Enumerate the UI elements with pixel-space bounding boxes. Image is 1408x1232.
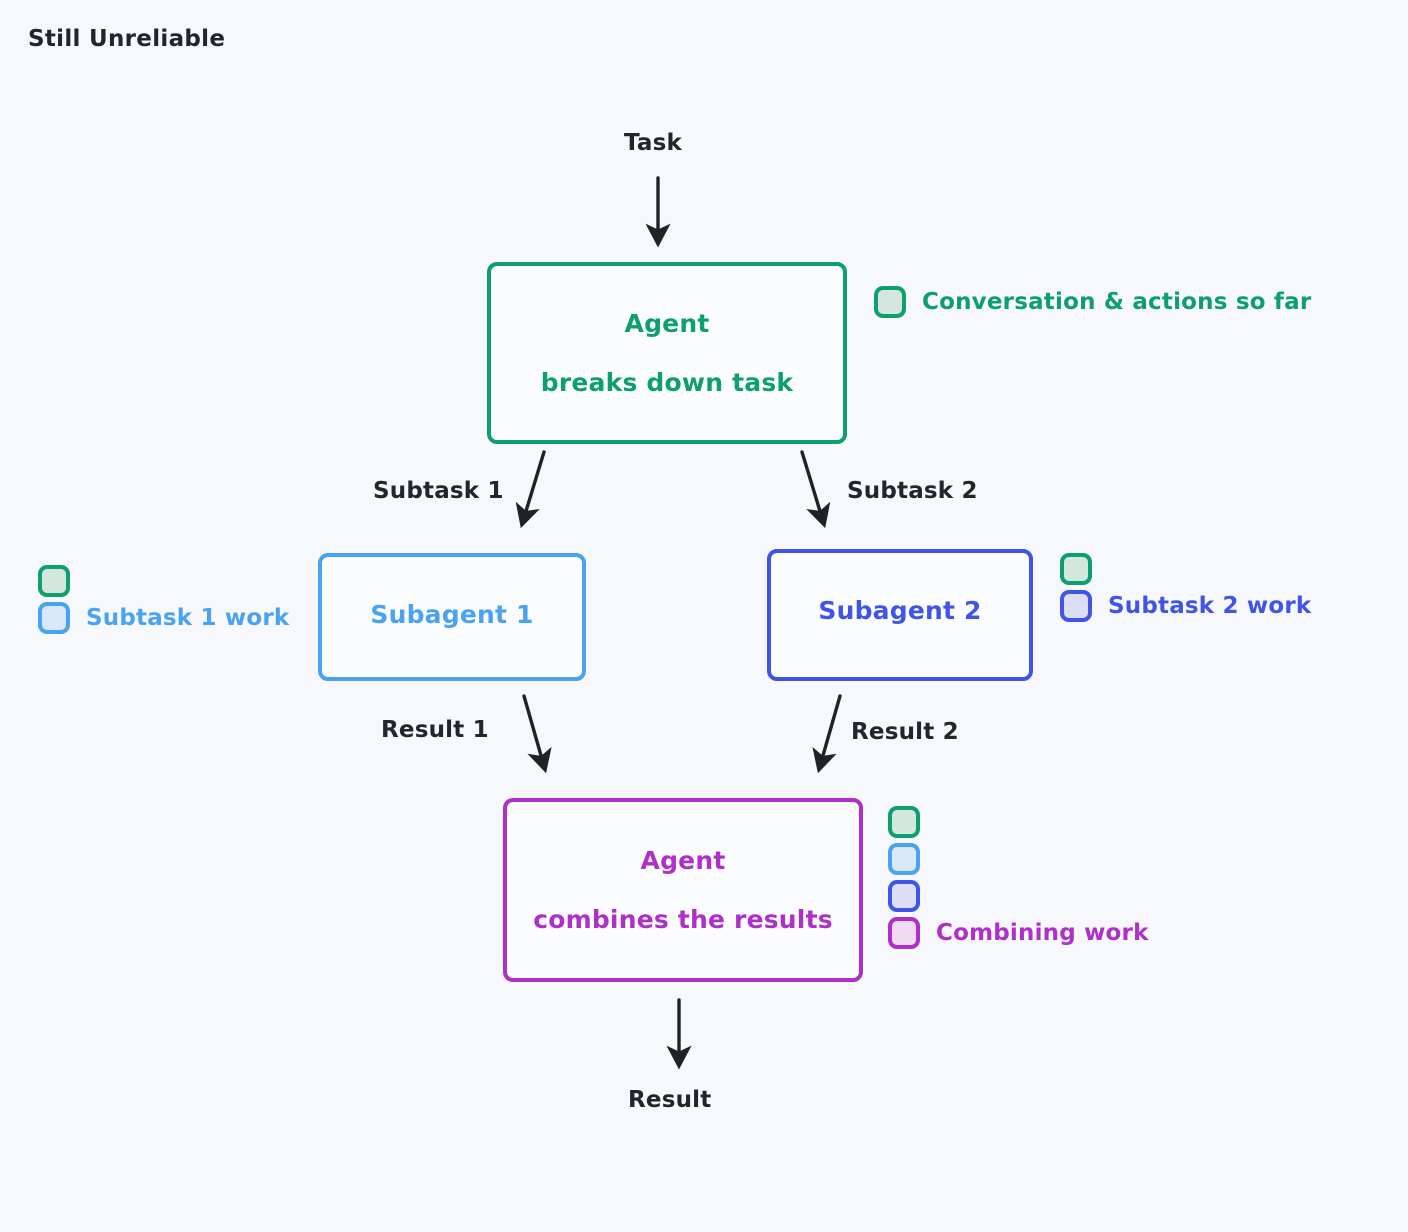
swatch-green-icon [1060,553,1092,585]
legend-row-purple: Combining work [888,917,1149,949]
arrow-subagent-2-to-combiner [812,694,842,774]
legend-row-indigo [888,880,1149,912]
legend-combining-work: Combining work [888,806,1149,949]
node-orchestrator-agent[interactable]: Agent breaks down task [487,262,847,444]
swatch-green-icon [874,286,906,318]
legend-combining-label: Combining work [936,920,1149,946]
node-subagent-2-label: Subagent 2 [818,596,982,625]
legend-subtask-2-work: Subtask 2 work [1060,553,1311,622]
node-combiner-line1: Agent [640,845,726,875]
page-title: Still Unreliable [28,26,226,52]
legend-row-blue: Subtask 1 work [38,602,289,634]
legend-subtask-1-work: Subtask 1 work [38,565,289,634]
node-subagent-1-label: Subagent 1 [370,600,534,629]
legend-conversation: Conversation & actions so far [874,286,1311,318]
arrow-orchestrator-to-subagent-1 [515,450,546,529]
legend-subtask-2-label: Subtask 2 work [1108,593,1312,619]
swatch-indigo-icon [1060,590,1092,622]
swatch-blue-icon [888,843,920,875]
swatch-purple-icon [888,917,920,949]
legend-row-indigo: Subtask 2 work [1060,590,1311,622]
endpoint-label-result: Result [628,1087,712,1113]
swatch-green-icon [888,806,920,838]
edge-label-result-2: Result 2 [851,719,959,745]
legend-row-blue [888,843,1149,875]
edge-label-subtask-2: Subtask 2 [847,478,978,504]
legend-conversation-label: Conversation & actions so far [922,289,1312,315]
arrow-subagent-1-to-combiner [522,694,552,774]
legend-row-green [38,565,289,597]
node-subagent-1[interactable]: Subagent 1 [318,553,586,681]
endpoint-label-task: Task [624,130,683,156]
node-orchestrator-line2: breaks down task [540,368,794,397]
swatch-green-icon [38,565,70,597]
node-combiner-line2: combines the results [533,905,833,934]
legend-subtask-1-label: Subtask 1 work [86,605,290,631]
node-combiner-agent[interactable]: Agent combines the results [503,798,863,982]
edge-label-result-1: Result 1 [381,717,489,743]
node-subagent-2[interactable]: Subagent 2 [767,549,1033,681]
node-orchestrator-line1: Agent [624,308,710,338]
legend-row-green [888,806,1149,838]
edge-label-subtask-1: Subtask 1 [373,478,504,504]
arrow-orchestrator-to-subagent-2 [800,450,831,529]
swatch-indigo-icon [888,880,920,912]
legend-row-green [1060,553,1311,585]
swatch-blue-icon [38,602,70,634]
